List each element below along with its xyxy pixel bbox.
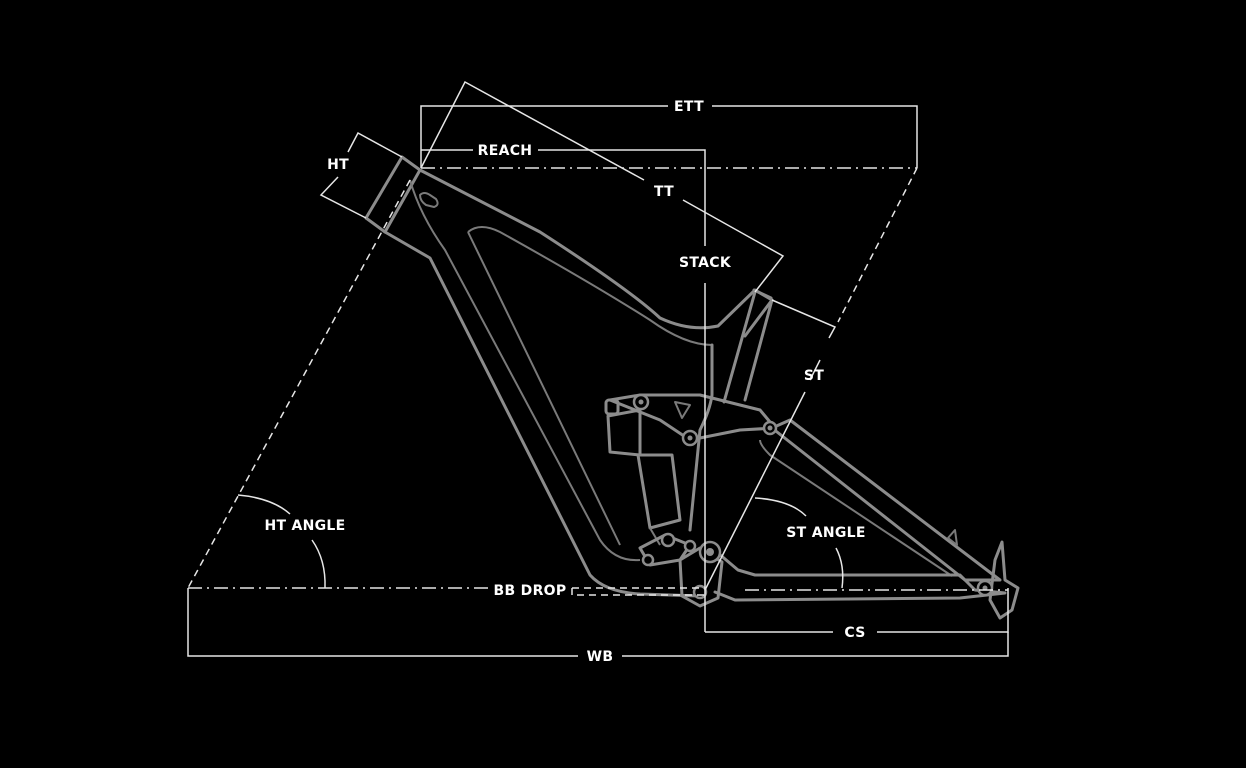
down-tube-inner <box>409 179 641 562</box>
top-tube <box>418 168 774 338</box>
chain-stay <box>710 546 1007 602</box>
dimension-lines <box>187 80 1009 657</box>
bb-drop-line <box>571 587 705 596</box>
ht-angle-arc-top <box>237 494 291 515</box>
shock-body-top <box>606 408 642 457</box>
label-ht-angle: HT ANGLE <box>264 518 345 534</box>
top-tube-inner <box>467 226 713 346</box>
st-dashed <box>837 167 918 323</box>
st-line-upper <box>771 299 837 339</box>
ht-dashed <box>187 179 411 589</box>
pivot-lower-link-3 <box>641 553 655 567</box>
ett-line <box>420 105 918 168</box>
tt-line <box>420 80 785 293</box>
seat-stay-inner <box>759 439 953 577</box>
st-line-lower <box>809 359 821 381</box>
st-line <box>704 391 806 591</box>
label-wb: WB <box>587 649 614 665</box>
shock-can <box>636 453 682 530</box>
seat-collar <box>752 288 773 300</box>
label-cs: CS <box>844 625 865 641</box>
seat-stay <box>770 418 1002 582</box>
down-tube-inner-2 <box>467 231 621 546</box>
pivot-lower-link <box>660 532 676 548</box>
pivot-seatstay-dot <box>767 425 773 431</box>
shock-eyelet <box>649 527 661 546</box>
wb-line <box>187 588 1009 657</box>
head-tube-badge <box>419 192 439 208</box>
label-bb-drop: BB DROP <box>494 583 567 599</box>
label-st: ST <box>804 368 824 384</box>
label-ht: HT <box>327 157 349 173</box>
st-angle-arc-bottom <box>835 547 844 589</box>
label-st-angle: ST ANGLE <box>786 525 865 541</box>
rocker-link-cutout <box>674 401 691 419</box>
ht-angle-arc-bottom <box>311 539 326 589</box>
label-tt: TT <box>654 184 674 200</box>
bike-frame <box>364 155 1020 620</box>
pivot-bb-dot <box>706 548 714 556</box>
head-tube <box>364 155 422 234</box>
pivot-main-dot <box>687 435 693 441</box>
dimension-labels: ETT REACH HT TT STACK ST HT ANGLE ST ANG… <box>264 99 865 665</box>
seat-tube <box>722 290 774 404</box>
ht-line <box>319 131 403 219</box>
pivot-lower-link-2 <box>683 539 697 553</box>
pivot-shock-top-dot <box>638 399 644 405</box>
dropout <box>988 540 1020 620</box>
brake-mount <box>947 529 958 546</box>
label-stack: STACK <box>679 255 732 271</box>
label-reach: REACH <box>478 143 533 159</box>
down-tube <box>383 230 702 598</box>
st-angle-arc-top <box>754 497 807 517</box>
rear-shock <box>604 398 682 546</box>
seat-tube-lower <box>688 343 714 532</box>
label-ett: ETT <box>674 99 704 115</box>
